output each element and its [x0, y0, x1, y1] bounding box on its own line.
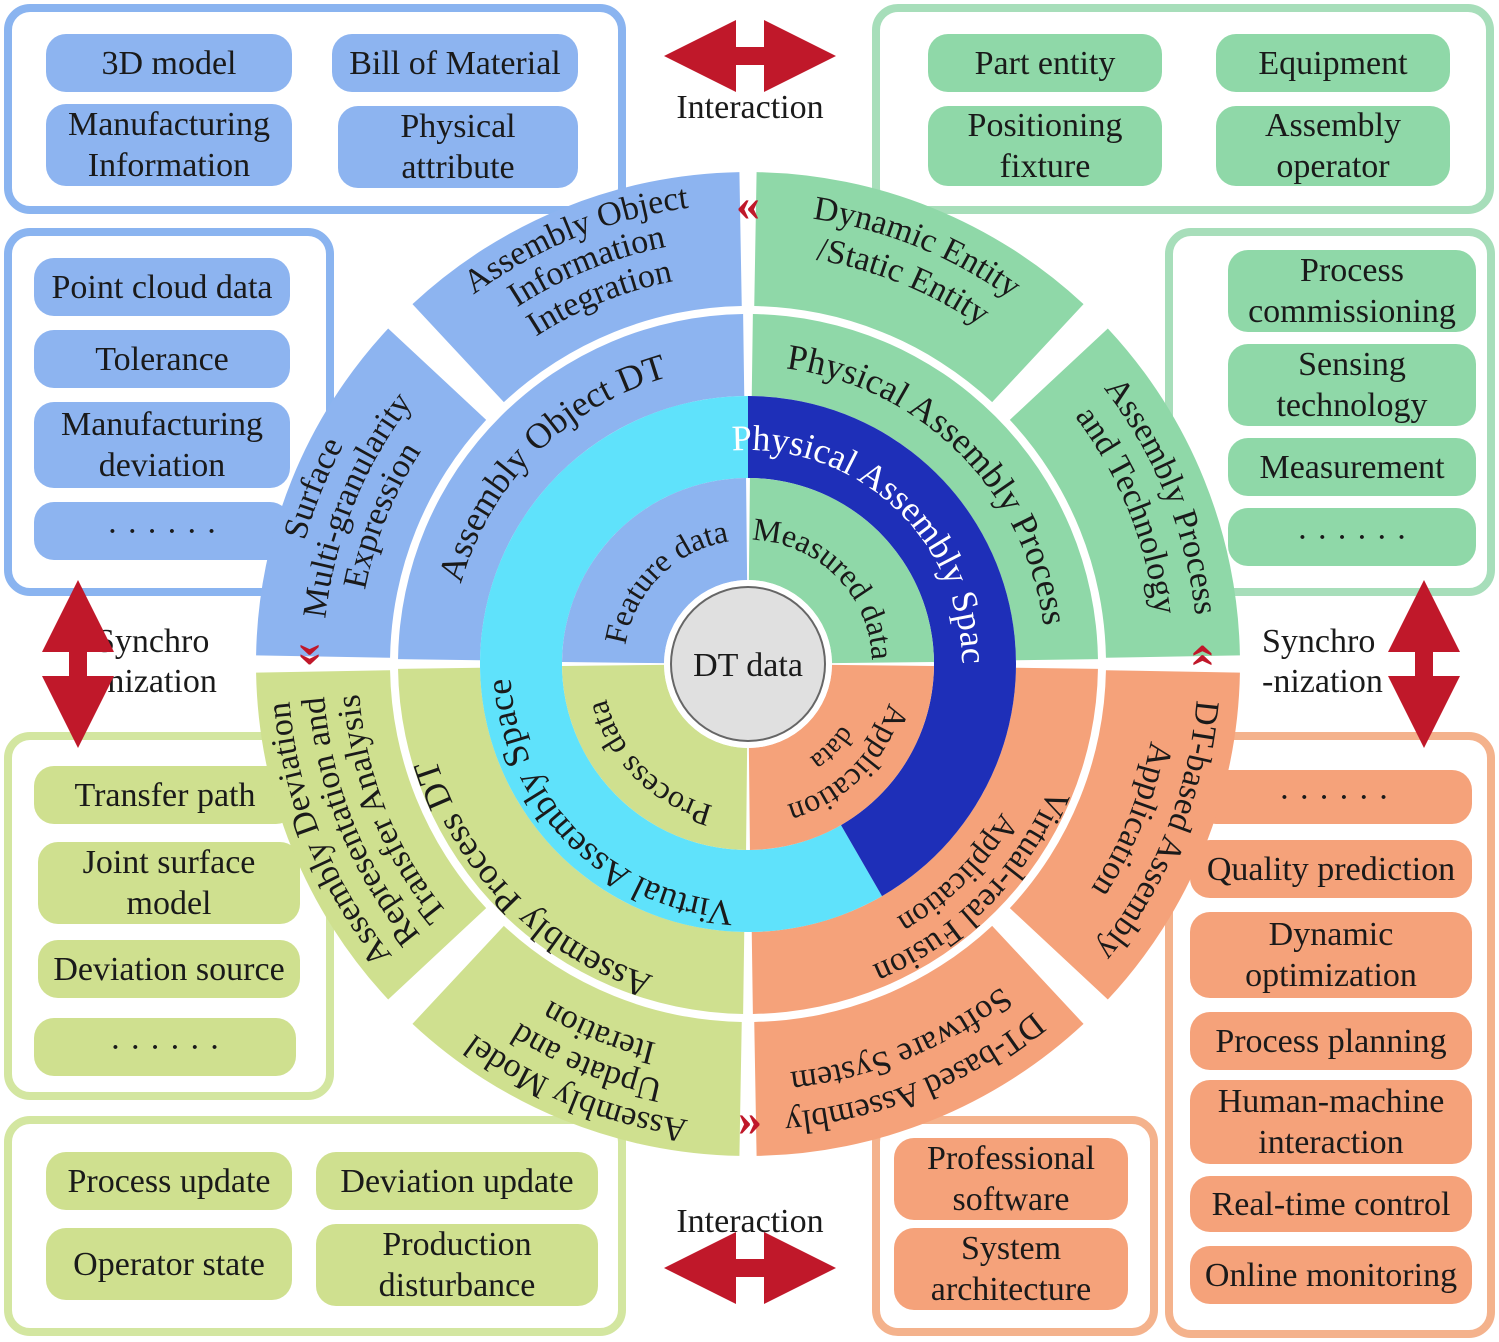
quadrant-assembly-object-dt: [398, 314, 745, 661]
inner-feature-data: [562, 478, 748, 664]
sector-deviation-analysis: [256, 670, 487, 1000]
chip-joint-surface-model: Joint surface model: [38, 842, 300, 924]
chip-quality-prediction: Quality prediction: [1190, 840, 1472, 898]
chip-deviation-update: Deviation update: [316, 1152, 598, 1210]
chip-equipment: Equipment: [1216, 34, 1450, 92]
chip-bill-of-material: Bill of Material: [332, 34, 578, 92]
chip-real-time-control: Real-time control: [1190, 1176, 1472, 1232]
sector-info-integration: [412, 172, 742, 403]
chip-dynamic-optimization: Dynamic optimization: [1190, 912, 1472, 998]
interaction-label-top: Interaction: [676, 89, 824, 126]
chip-more-low-right: · · · · · ·: [1196, 770, 1472, 824]
quadrant-assembly-process-dt: [398, 667, 745, 1014]
chip-process-update: Process update: [46, 1152, 292, 1210]
chip-part-entity: Part entity: [928, 34, 1162, 92]
sector-dt-application: [1009, 670, 1240, 1000]
chip-assembly-operator: Assembly operator: [1216, 106, 1450, 186]
chip-point-cloud-data: Point cloud data: [34, 258, 290, 316]
quadrant-physical-assembly-process: [751, 314, 1098, 661]
chevron-left-top: «: [736, 178, 760, 231]
chevron-down-left: »: [288, 643, 341, 667]
center-core: [670, 586, 826, 742]
sector-dynamic-entity: [754, 172, 1084, 403]
inner-application-data: [748, 664, 934, 850]
quadrant-virtual-real-fusion: [751, 667, 1098, 1014]
chip-system-architecture: System architecture: [894, 1228, 1128, 1310]
chip-3d-model: 3D model: [46, 34, 292, 92]
ring-virtual-assembly-space: [479, 396, 882, 932]
sector-model-update: [412, 925, 742, 1156]
sector-software-system: [754, 925, 1084, 1156]
chip-tolerance: Tolerance: [34, 330, 290, 388]
chip-transfer-path: Transfer path: [34, 766, 296, 824]
chip-human-machine-interaction: Human-machine interaction: [1190, 1080, 1472, 1164]
chip-operator-state: Operator state: [46, 1228, 292, 1300]
chip-sensing-technology: Sensing technology: [1228, 344, 1476, 426]
chip-more-mid-right: · · · · · ·: [1228, 508, 1476, 566]
ring-physical-assembly-space: [748, 396, 1016, 897]
center-label: DT data: [693, 647, 803, 684]
inner-measured-data: [748, 478, 934, 664]
chip-manufacturing-information: Manufacturing Information: [46, 104, 292, 186]
chip-more-low-left: · · · · · ·: [34, 1018, 296, 1076]
inner-process-data: [562, 664, 748, 850]
chip-online-monitoring: Online monitoring: [1190, 1246, 1472, 1304]
chip-more-mid-left: · · · · · ·: [34, 502, 290, 560]
chip-manufacturing-deviation: Manufacturing deviation: [34, 402, 290, 488]
chip-professional-software: Professional software: [894, 1138, 1128, 1220]
sync-label-right: Synchro -nization: [1262, 623, 1383, 700]
chip-measurement: Measurement: [1228, 438, 1476, 496]
sector-process-technology: [1009, 328, 1240, 658]
chip-process-planning: Process planning: [1190, 1012, 1472, 1070]
chip-process-commissioning: Process commissioning: [1228, 250, 1476, 332]
sync-label-left: Synchro -nization: [96, 623, 217, 700]
chevron-up-right: »: [1171, 643, 1224, 667]
chip-deviation-source: Deviation source: [38, 940, 300, 998]
chevron-right-bottom: »: [738, 1093, 762, 1146]
sector-surface-expression: [256, 328, 487, 658]
chip-positioning-fixture: Positioning fixture: [928, 106, 1162, 186]
chip-production-disturbance: Production disturbance: [316, 1224, 598, 1306]
chip-physical-attribute: Physical attribute: [338, 106, 578, 188]
